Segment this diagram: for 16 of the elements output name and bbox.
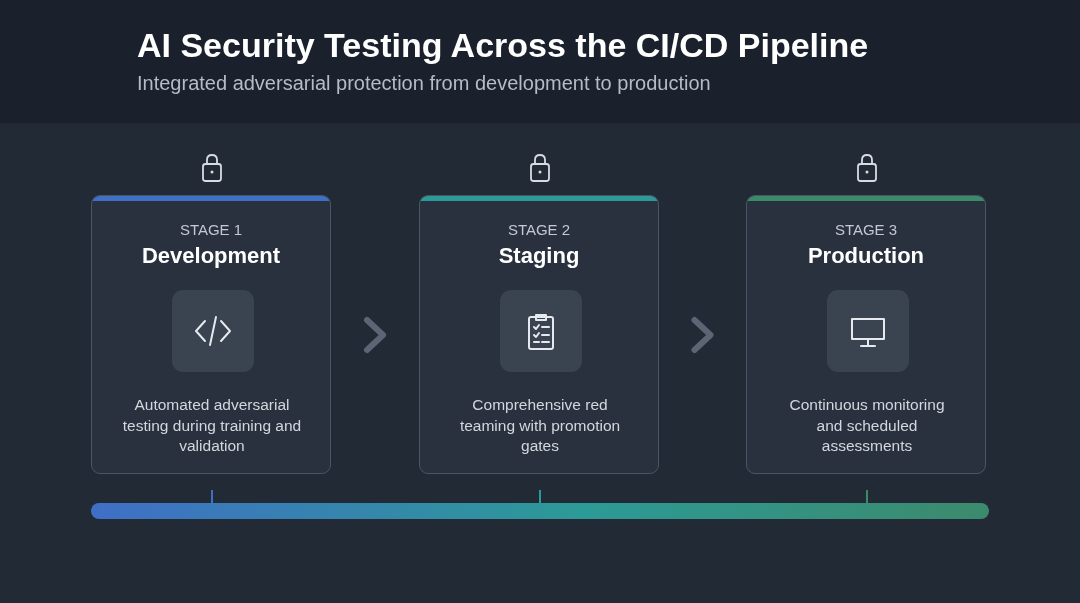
stage-title: Development	[140, 243, 282, 269]
stage-label: STAGE 3	[833, 221, 899, 238]
stage-title: Staging	[497, 243, 581, 269]
chevron-arrow	[691, 317, 714, 353]
chevron-arrow	[364, 317, 386, 353]
stage-title: Production	[806, 243, 926, 269]
stage-card	[746, 195, 986, 474]
stage-card	[91, 195, 331, 474]
stage-label: STAGE 1	[178, 221, 244, 238]
title: AI Security Testing Across the CI/CD Pipeline	[137, 26, 869, 65]
stage-label: STAGE 2	[506, 221, 572, 238]
stage-card	[419, 195, 659, 474]
subtitle: Integrated adversarial protection from development to production	[137, 72, 711, 95]
stage-description: Automated adversarial testing during training and validation	[121, 395, 303, 456]
stage-description: Comprehensive red teaming with promotion gates	[458, 395, 622, 456]
stage-description: Continuous monitoring and scheduled assessments	[788, 395, 946, 456]
